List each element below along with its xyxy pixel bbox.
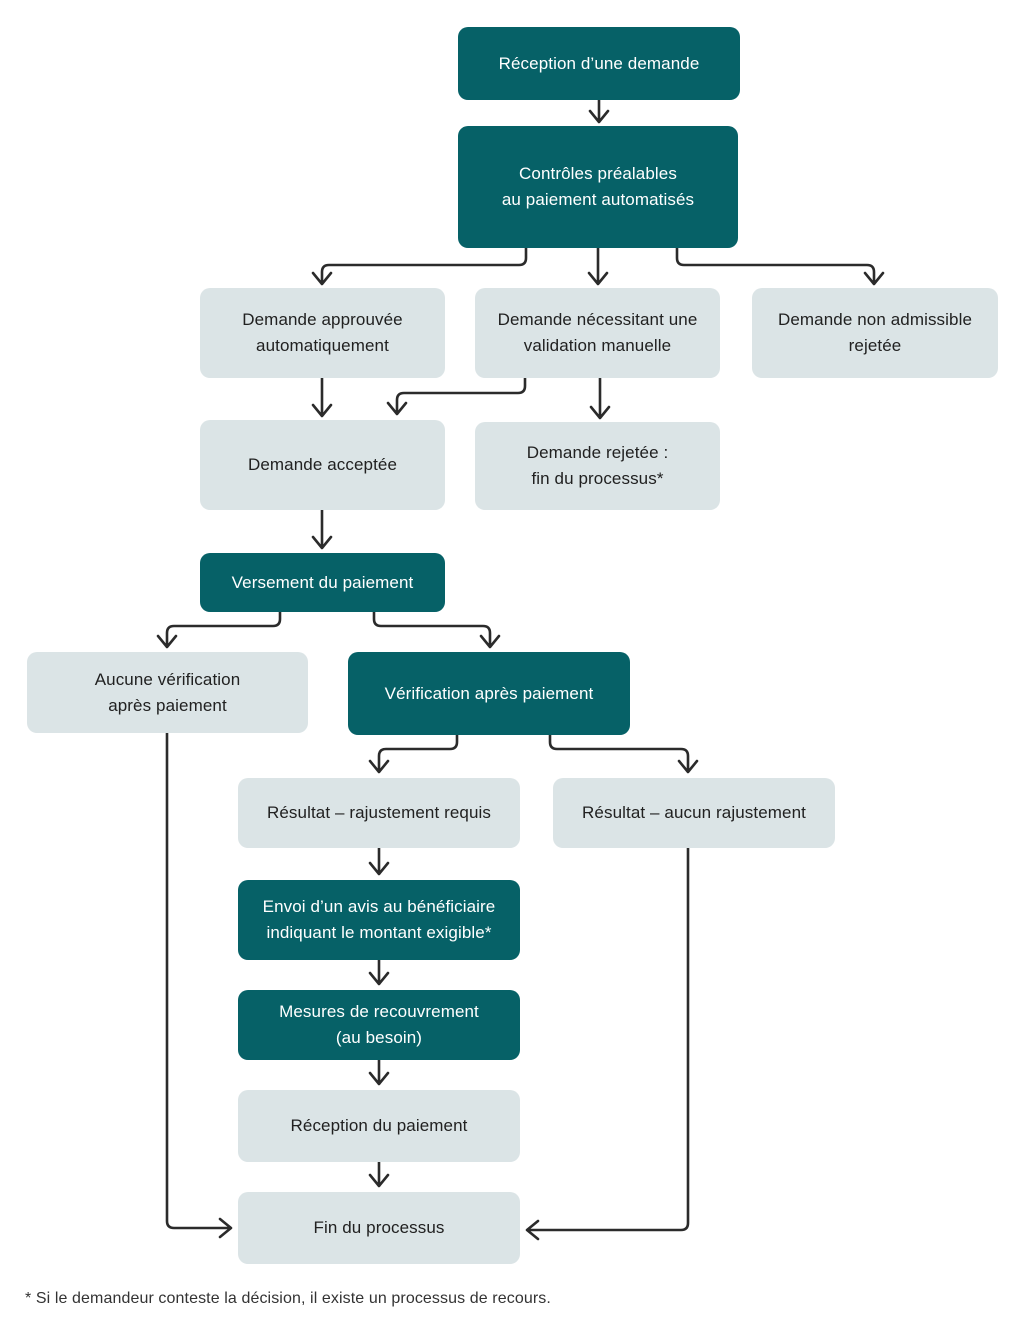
edge-reception-paiement-to-fin — [368, 1160, 390, 1188]
edge-aucune-verification-to-fin — [165, 731, 233, 1239]
node-label: Versement du paiement — [231, 572, 414, 592]
node-label: Réception du paiement — [290, 1116, 468, 1135]
node-resultat-rajustement-requis: Résultat – rajustement requis — [238, 778, 520, 848]
edge-validation-to-acceptee — [386, 376, 527, 416]
node-mesures-recouvrement: Mesures de recouvrement (au besoin) — [238, 990, 520, 1060]
node-label: Réception d’une demande — [498, 53, 700, 73]
edge-verification-to-rajustement-requis — [368, 733, 459, 774]
edge-aucun-rajustement-to-fin — [525, 846, 690, 1241]
edge-reception-to-controles — [588, 98, 610, 124]
edge-controles-to-non-admissible — [675, 246, 885, 286]
node-label: Contrôles préalables au paiement automat… — [501, 164, 695, 209]
edge-rajustement-to-envoi-avis — [368, 846, 390, 876]
node-resultat-aucun-rajustement: Résultat – aucun rajustement — [553, 778, 835, 848]
node-envoi-avis-beneficiaire: Envoi d’un avis au bénéficiaire indiquan… — [238, 880, 520, 960]
node-label: Mesures de recouvrement (au besoin) — [279, 1002, 479, 1047]
edge-controles-to-validation — [587, 246, 609, 286]
node-reception-demande: Réception d’une demande — [458, 27, 740, 100]
node-label: Demande approuvée automatiquement — [242, 310, 403, 355]
node-demande-non-admissible: Demande non admissible rejetée — [752, 288, 998, 378]
node-demande-acceptee: Demande acceptée — [200, 420, 445, 510]
node-demande-approuvee-automatiquement: Demande approuvée automatiquement — [200, 288, 445, 378]
edge-controles-to-approuvee — [311, 246, 528, 286]
edge-verification-to-aucun-rajustement — [548, 733, 699, 774]
node-label: Fin du processus — [313, 1218, 445, 1237]
node-fin-processus: Fin du processus — [238, 1192, 520, 1264]
node-label: Demande acceptée — [247, 455, 398, 474]
node-demande-necessitant-validation: Demande nécessitant une validation manue… — [475, 288, 720, 378]
edge-envoi-avis-to-mesures — [368, 958, 390, 986]
node-label: Demande nécessitant une validation manue… — [497, 310, 698, 355]
node-controles-prealables: Contrôles préalables au paiement automat… — [458, 126, 738, 248]
edge-validation-to-rejetee — [589, 376, 611, 420]
edge-versement-to-verification — [372, 610, 501, 649]
edge-approuvee-to-acceptee — [311, 376, 333, 418]
node-label: Envoi d’un avis au bénéficiaire indiquan… — [262, 897, 496, 942]
node-versement-paiement: Versement du paiement — [200, 553, 445, 612]
node-aucune-verification: Aucune vérification après paiement — [27, 652, 308, 733]
edge-versement-to-aucune-verification — [156, 610, 282, 649]
node-label: Demande rejetée : fin du processus* — [526, 443, 669, 488]
node-label: Résultat – aucun rajustement — [582, 803, 806, 822]
footnote: * Si le demandeur conteste la décision, … — [25, 1290, 551, 1307]
node-verification-apres-paiement: Vérification après paiement — [348, 652, 630, 735]
node-label: Demande non admissible rejetée — [777, 310, 973, 355]
node-label: Aucune vérification après paiement — [94, 669, 241, 715]
edge-mesures-to-reception-paiement — [368, 1058, 390, 1086]
node-reception-paiement: Réception du paiement — [238, 1090, 520, 1162]
node-demande-rejetee-fin: Demande rejetée : fin du processus* — [475, 422, 720, 510]
edge-acceptee-to-versement — [311, 508, 333, 550]
node-label: Résultat – rajustement requis — [266, 803, 491, 822]
node-label: Vérification après paiement — [384, 683, 594, 703]
